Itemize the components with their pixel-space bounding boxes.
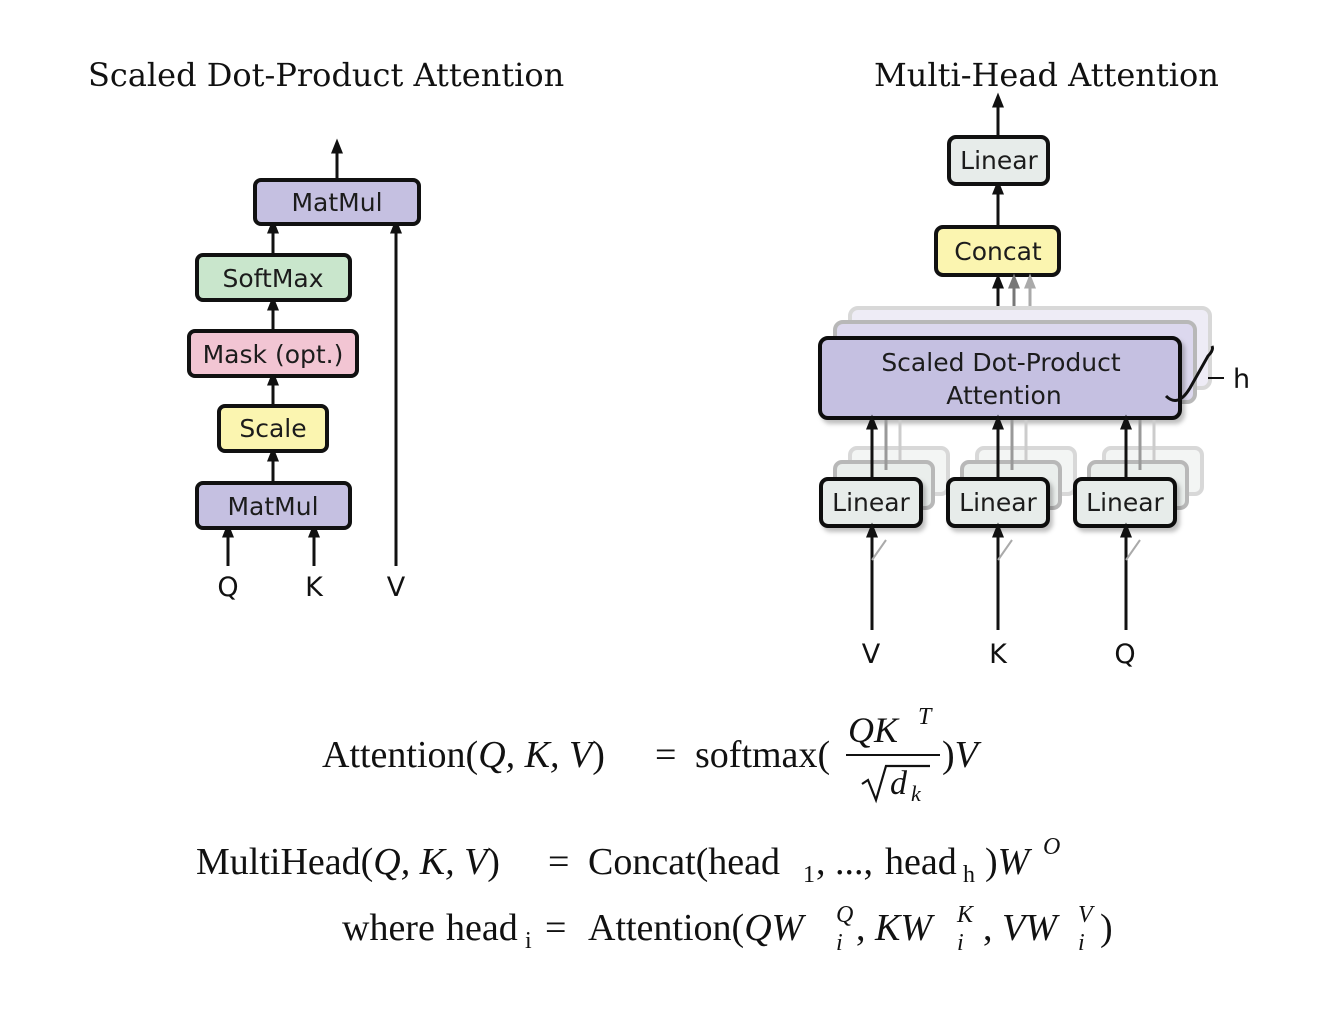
linear-v-label: Linear [832,488,910,517]
attention-eq-dk-sub: k [911,781,922,806]
where-subV: i [1078,930,1085,956]
input-k-label: K [305,572,324,603]
scale-label: Scale [239,414,306,443]
multihead-eq-concat: Concat(head [588,841,780,883]
attention-eq-equals: = [655,734,676,776]
multihead-equation: MultiHead(Q, K, V) = Concat(head 1 , ...… [196,834,1060,888]
attention-eq-softmax: softmax( [695,734,830,776]
softmax-label: SoftMax [222,264,323,293]
input-v-label: V [387,572,406,603]
where-supK: K [956,902,975,928]
branch-v [871,539,887,561]
where-equals: = [545,907,566,949]
where-head: head [446,907,518,949]
multi-head-diagram: Linear Concat Scaled Dot-Product Attenti… [818,92,1250,670]
concat-label: Concat [954,237,1042,266]
multihead-eq-dots: , ..., [816,841,873,883]
where-word: where [342,907,435,949]
attention-eq-tail: )V [942,734,982,776]
matmul-bottom-label: MatMul [227,492,318,521]
heads-label: h [1233,364,1250,395]
linear-top-box [947,135,1050,186]
where-supQ: Q [836,902,853,928]
matmul-bottom-box [195,481,352,530]
multihead-eq-sub1: 1 [803,862,815,888]
attention-eq-sqrt [861,764,930,804]
mh-input-v-label: V [862,639,881,670]
softmax-box [195,253,352,302]
left-diagram-title: Scaled Dot-Product Attention [88,56,564,94]
linear-q-label: Linear [1086,488,1164,517]
sdpa-label-line2: Attention [946,381,1061,410]
branch-q [1125,539,1141,561]
where-subK: i [957,930,964,956]
matmul-top-box [253,178,421,226]
where-supV: V [1078,902,1095,928]
where-k-term: , KW [856,907,935,949]
multihead-eq-equals: = [548,841,569,883]
input-q-label: Q [217,572,238,603]
where-close: ) [1100,907,1113,949]
scale-box [217,404,329,453]
branch-k [997,539,1013,561]
mh-input-k-label: K [989,639,1008,670]
multihead-eq-subh: h [963,862,975,888]
linear-top-label: Linear [960,146,1038,175]
attention-eq-numerator: QK [848,710,900,750]
mask-box [187,329,359,378]
scaled-dot-product-diagram: MatMul SoftMax Mask (opt.) Scale MatMul … [187,138,421,603]
where-head-sub: i [525,928,532,954]
heads-brace [1164,345,1214,402]
mask-label: Mask (opt.) [203,340,344,369]
where-attention: Attention(QW [588,907,807,949]
multihead-eq-close: )W [985,841,1033,883]
sdpa-label-line1: Scaled Dot-Product [881,348,1121,377]
matmul-top-label: MatMul [291,188,382,217]
multihead-eq-lhs: MultiHead(Q, K, V) [196,841,500,883]
right-diagram-title: Multi-Head Attention [874,56,1219,94]
attention-eq-transpose: T [918,704,933,730]
attention-eq-lhs: Attention(Q, K, V) [322,734,605,776]
where-subQ: i [836,930,843,956]
attention-equation: Attention(Q, K, V) = softmax( QK T d k )… [322,704,982,806]
where-equation: where head i = Attention(QW Q i , KW K i… [342,902,1113,956]
where-v-term: , VW [983,907,1060,949]
multihead-eq-headh: head [885,841,957,883]
attention-eq-dk: d [890,765,908,802]
linear-k-label: Linear [959,488,1037,517]
multihead-eq-sup: O [1043,834,1060,860]
mh-input-q-label: Q [1114,639,1135,670]
